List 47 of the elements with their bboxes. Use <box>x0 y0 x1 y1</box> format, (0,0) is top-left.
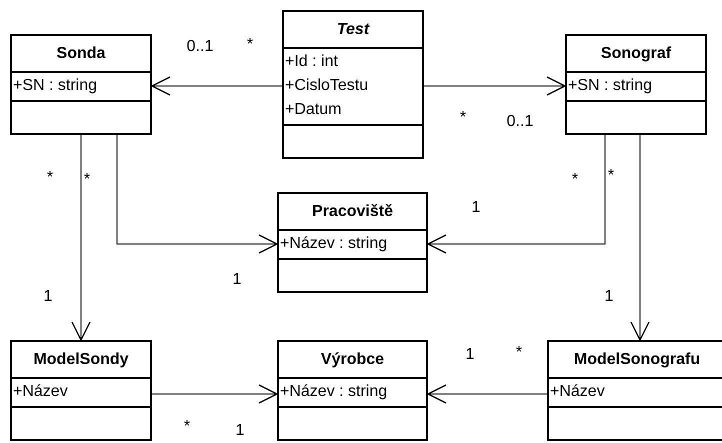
attribute-text: +Název <box>550 382 606 402</box>
multiplicity-label: 1 <box>232 271 242 289</box>
association-arrow <box>116 134 278 254</box>
multiplicity-label: * <box>572 171 578 189</box>
multiplicity-label: 1 <box>236 422 244 440</box>
class-name: ModelSonografu <box>574 350 700 368</box>
association-arrow <box>427 384 548 404</box>
class-box <box>277 192 428 293</box>
class-box <box>10 34 152 135</box>
association-arrow <box>152 384 278 404</box>
multiplicity-label: * <box>246 36 254 54</box>
multiplicity-label: * <box>184 418 190 436</box>
multiplicity-label: 1 <box>44 288 52 306</box>
attribute-text: +Datum <box>285 100 342 120</box>
class-box <box>547 340 722 441</box>
class-name: ModelSondy <box>33 350 129 368</box>
association-arrow <box>630 134 650 341</box>
attribute-text: +SN : string <box>568 76 654 96</box>
attribute-text: +Název : string <box>280 382 388 402</box>
class-name: Sonograf <box>600 44 672 62</box>
class-box <box>10 340 152 441</box>
class-box <box>565 34 707 135</box>
attribute-text: +SN : string <box>13 76 98 96</box>
association-arrow <box>424 76 566 96</box>
class-name: Výrobce <box>320 350 384 368</box>
multiplicity-label: 1 <box>604 288 614 306</box>
association-arrow <box>71 134 91 341</box>
multiplicity-label: 1 <box>472 199 480 217</box>
class-name: Test <box>336 20 370 38</box>
multiplicity-label: 0..1 <box>186 38 214 56</box>
multiplicity-label: 1 <box>466 346 474 364</box>
attribute-text: +Id : int <box>285 52 339 72</box>
multiplicity-label: * <box>516 344 522 362</box>
class-name: Sonda <box>56 44 106 62</box>
attribute-text: +Název : string <box>280 234 388 254</box>
attribute-text: +CisloTestu <box>285 76 370 96</box>
multiplicity-label: * <box>460 109 466 127</box>
association-arrow <box>427 134 606 254</box>
class-name: Pracoviště <box>312 202 393 220</box>
association-arrow <box>151 76 282 96</box>
multiplicity-label: * <box>84 171 90 189</box>
multiplicity-label: 0..1 <box>506 113 534 131</box>
class-box <box>277 340 428 441</box>
attribute-text: +Název <box>13 382 69 402</box>
multiplicity-label: * <box>608 167 614 185</box>
class-box <box>282 10 424 159</box>
multiplicity-label: * <box>46 169 54 187</box>
